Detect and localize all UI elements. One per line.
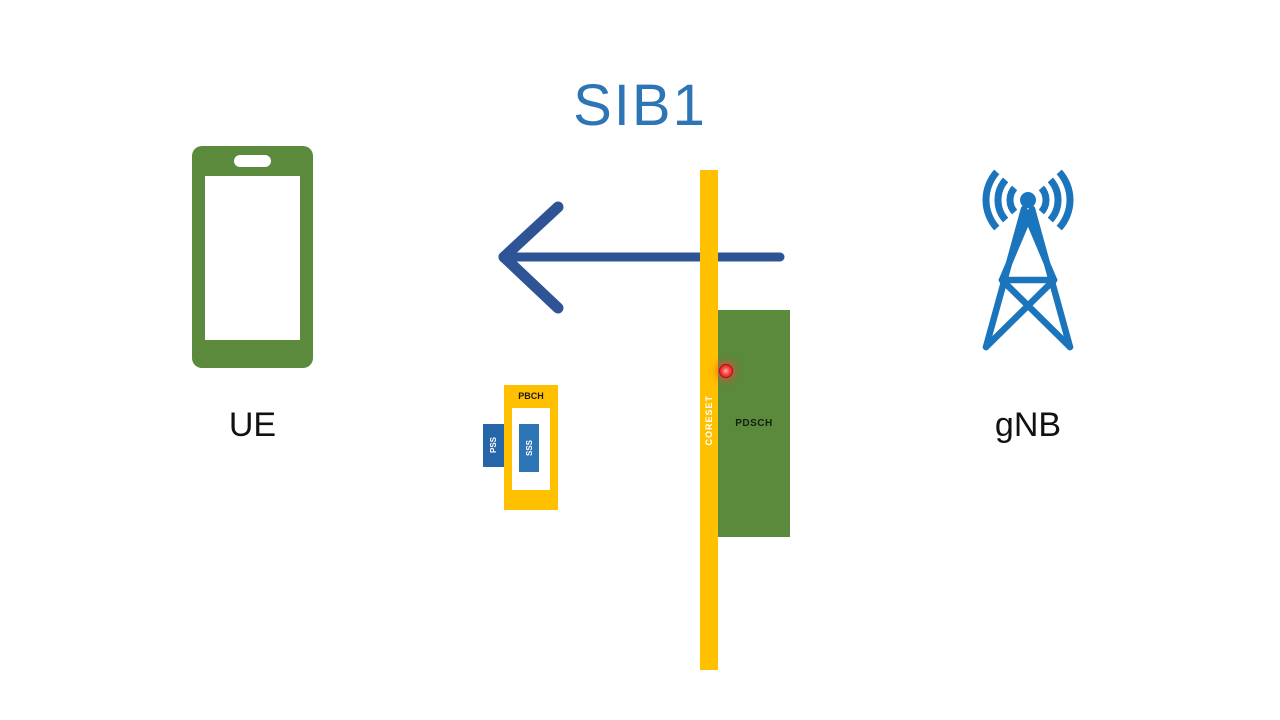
sss-label: SSS bbox=[524, 439, 534, 456]
gnb-label: gNB bbox=[994, 406, 1062, 444]
diagram-title: SIB1 bbox=[573, 73, 707, 138]
signal-waves-left bbox=[982, 154, 1028, 246]
phone-speaker bbox=[234, 155, 271, 167]
pdsch-label: PDSCH bbox=[735, 418, 773, 429]
pss-block: PSS bbox=[483, 424, 504, 467]
gnb-tower-icon bbox=[982, 154, 1074, 351]
pdsch-block: PDSCH bbox=[718, 310, 790, 537]
phone-screen bbox=[205, 176, 300, 340]
signal-waves-right bbox=[1028, 154, 1074, 246]
coreset-bar: CORESET bbox=[700, 170, 718, 670]
sss-block: SSS bbox=[519, 424, 539, 472]
pbch-block: PBCH SSS bbox=[504, 385, 558, 510]
coreset-label: CORESET bbox=[704, 394, 714, 446]
lattice-mast bbox=[982, 205, 1074, 351]
ue-phone-icon bbox=[192, 146, 313, 368]
coreset-marker-dot bbox=[719, 364, 733, 378]
ue-label: UE bbox=[228, 406, 277, 444]
pss-label: PSS bbox=[489, 437, 498, 454]
antenna-head bbox=[1020, 192, 1036, 208]
pbch-label: PBCH bbox=[518, 391, 544, 401]
transmission-arrow bbox=[498, 201, 785, 314]
